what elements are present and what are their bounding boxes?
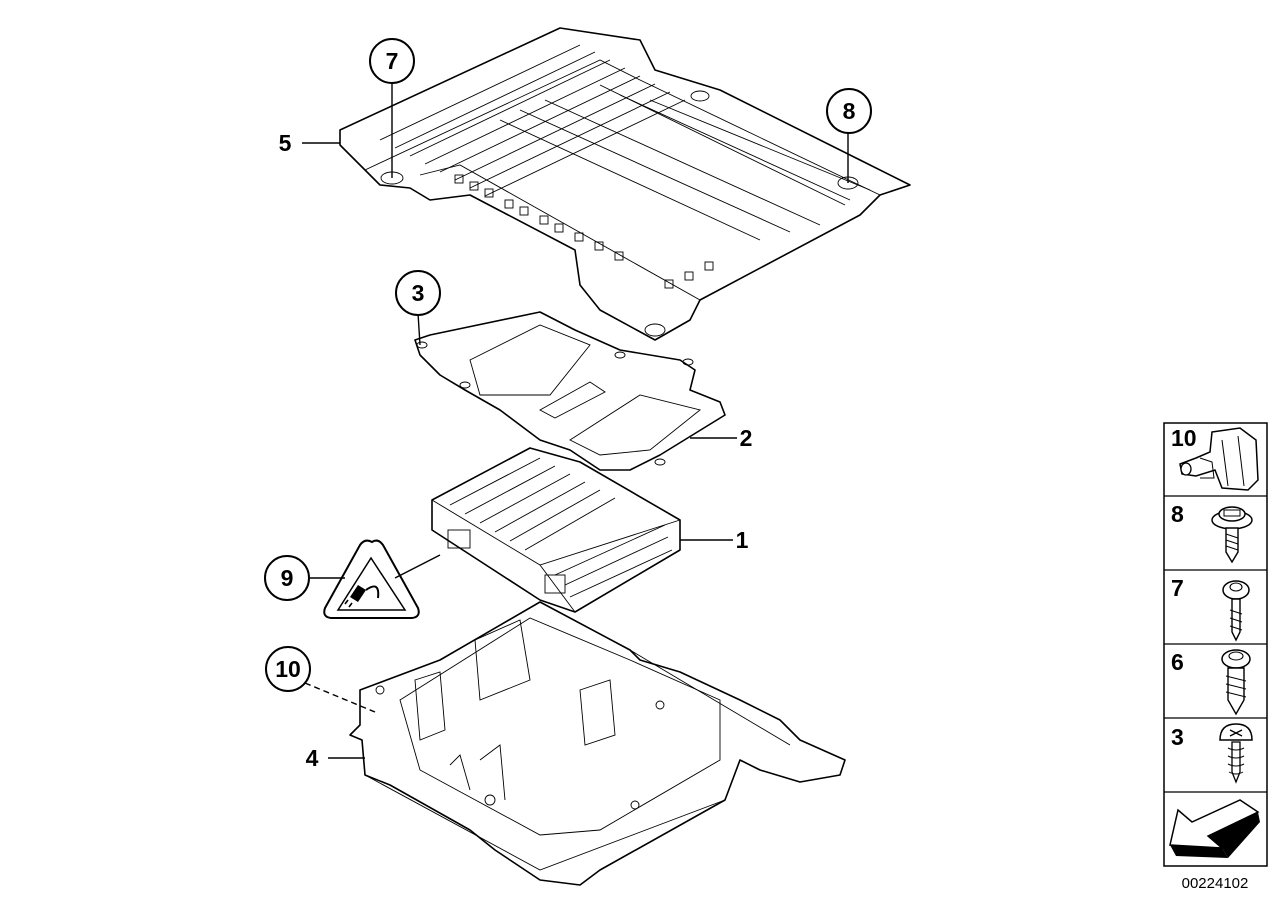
callout-3-label: 3 <box>412 280 425 306</box>
callout-7-label: 7 <box>386 48 399 74</box>
callout-9-label: 9 <box>281 565 294 591</box>
small-parts-panel: 10 8 7 6 <box>1163 422 1268 867</box>
callout-7: 7 <box>369 38 415 84</box>
direction-arrow-icon <box>1169 799 1260 858</box>
document-code: 00224102 <box>1182 875 1249 892</box>
panel-label-3: 3 <box>1171 724 1184 750</box>
callout-10: 10 <box>265 646 311 692</box>
callout-3: 3 <box>395 270 441 316</box>
hex-screw-icon <box>1221 649 1251 716</box>
tray-housing-part-4 <box>349 601 846 886</box>
torx-screw-icon <box>1222 580 1250 642</box>
callout-10-label: 10 <box>275 656 301 682</box>
leader-lines <box>302 79 849 759</box>
callout-9: 9 <box>264 555 310 601</box>
plug-icon <box>344 585 380 608</box>
pan-head-screw-icon <box>1219 723 1253 784</box>
label-5: 5 <box>279 130 292 156</box>
label-4: 4 <box>306 745 319 771</box>
trim-panel-part-5 <box>339 27 911 341</box>
label-1: 1 <box>736 527 749 553</box>
flange-screw-icon <box>1211 506 1253 564</box>
grommet-icon <box>1179 427 1259 491</box>
panel-label-10: 10 <box>1171 425 1197 451</box>
warning-label-part-9 <box>323 539 420 619</box>
panel-label-6: 6 <box>1171 649 1184 675</box>
panel-label-7: 7 <box>1171 575 1184 601</box>
control-unit-part-1 <box>431 447 681 613</box>
mounting-bracket-part-3 <box>414 311 726 471</box>
label-2: 2 <box>740 425 753 451</box>
callout-8: 8 <box>826 88 872 134</box>
callout-8-label: 8 <box>843 98 856 124</box>
panel-label-8: 8 <box>1171 501 1184 527</box>
